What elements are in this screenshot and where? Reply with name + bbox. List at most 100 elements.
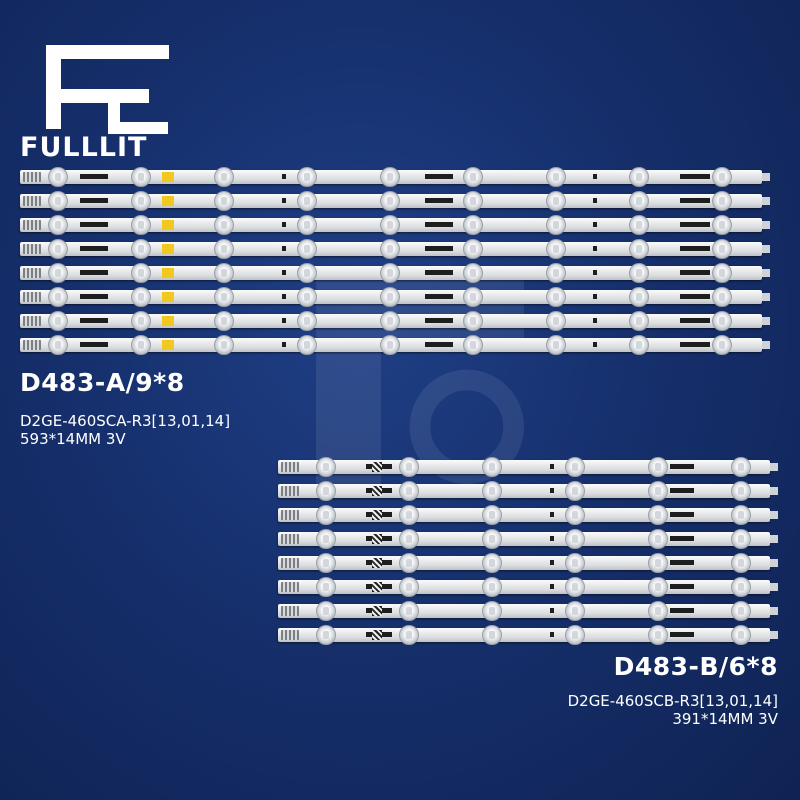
led-lens [546, 335, 566, 355]
silkscreen-mark [593, 318, 597, 323]
silkscreen-mark [80, 222, 108, 227]
qr-label [372, 606, 382, 616]
led-lens [482, 577, 502, 597]
led-lens [731, 553, 751, 573]
led-lens [712, 191, 732, 211]
led-lens [48, 311, 68, 331]
led-lens [712, 311, 732, 331]
led-lens [712, 287, 732, 307]
qr-label [372, 630, 382, 640]
led-strip [278, 457, 778, 477]
led-lens [214, 335, 234, 355]
led-lens [648, 481, 668, 501]
qr-label [372, 558, 382, 568]
led-lens [48, 191, 68, 211]
led-lens [648, 457, 668, 477]
led-lens [546, 191, 566, 211]
led-strip-group-a [20, 167, 772, 360]
led-lens [380, 239, 400, 259]
led-lens [731, 457, 751, 477]
led-lens [297, 215, 317, 235]
led-strip [20, 335, 770, 355]
led-lens [380, 287, 400, 307]
silkscreen-mark [680, 294, 710, 299]
led-lens [48, 215, 68, 235]
led-lens [463, 287, 483, 307]
led-lens [380, 215, 400, 235]
led-lens [316, 481, 336, 501]
part-number-b: D2GE-460SCB-R3[13,01,14] [567, 692, 778, 710]
led-lens [131, 239, 151, 259]
silkscreen-mark [680, 318, 710, 323]
led-lens [48, 263, 68, 283]
led-lens [629, 335, 649, 355]
led-strip [20, 287, 770, 307]
led-lens [712, 263, 732, 283]
led-lens [131, 287, 151, 307]
yellow-label [162, 172, 174, 182]
strip-end-tab [762, 269, 770, 277]
silkscreen-mark [680, 246, 710, 251]
led-lens [131, 215, 151, 235]
led-lens [399, 601, 419, 621]
led-lens [731, 505, 751, 525]
led-lens [399, 457, 419, 477]
brand-logo-icon [46, 45, 169, 134]
led-lens [463, 191, 483, 211]
led-lens [463, 167, 483, 187]
silkscreen-mark [282, 294, 286, 299]
connector [281, 582, 299, 592]
silkscreen-mark [425, 342, 453, 347]
silkscreen-mark [670, 632, 694, 637]
silkscreen-mark [425, 318, 453, 323]
led-lens [214, 311, 234, 331]
silkscreen-mark [282, 198, 286, 203]
led-lens [214, 263, 234, 283]
strip-end-tab [770, 511, 778, 519]
silkscreen-mark [670, 584, 694, 589]
silkscreen-mark [425, 270, 453, 275]
led-lens [648, 577, 668, 597]
silkscreen-mark [282, 246, 286, 251]
strip-end-tab [762, 245, 770, 253]
connector [23, 268, 41, 278]
silkscreen-mark [670, 488, 694, 493]
led-lens [731, 577, 751, 597]
led-lens [629, 239, 649, 259]
connector [23, 340, 41, 350]
strip-end-tab [770, 583, 778, 591]
silkscreen-mark [550, 632, 554, 637]
led-lens [731, 529, 751, 549]
led-lens [131, 335, 151, 355]
yellow-label [162, 220, 174, 230]
led-lens [565, 457, 585, 477]
led-lens [399, 481, 419, 501]
led-lens [648, 553, 668, 573]
led-lens [629, 167, 649, 187]
led-lens [399, 577, 419, 597]
led-lens [648, 601, 668, 621]
led-lens [629, 191, 649, 211]
silkscreen-mark [593, 270, 597, 275]
led-lens [48, 335, 68, 355]
strip-end-tab [762, 293, 770, 301]
led-lens [629, 215, 649, 235]
led-lens [482, 481, 502, 501]
silkscreen-mark [425, 222, 453, 227]
led-lens [712, 167, 732, 187]
silkscreen-mark [282, 318, 286, 323]
silkscreen-mark [425, 174, 453, 179]
led-strip [20, 263, 770, 283]
connector [23, 244, 41, 254]
led-strip [278, 625, 778, 645]
led-strip [20, 215, 770, 235]
silkscreen-mark [670, 512, 694, 517]
silkscreen-mark [425, 246, 453, 251]
silkscreen-mark [550, 608, 554, 613]
strip-end-tab [762, 317, 770, 325]
strip-end-tab [762, 173, 770, 181]
connector [281, 510, 299, 520]
silkscreen-mark [80, 342, 108, 347]
part-number-a: D2GE-460SCA-R3[13,01,14] [20, 412, 231, 430]
